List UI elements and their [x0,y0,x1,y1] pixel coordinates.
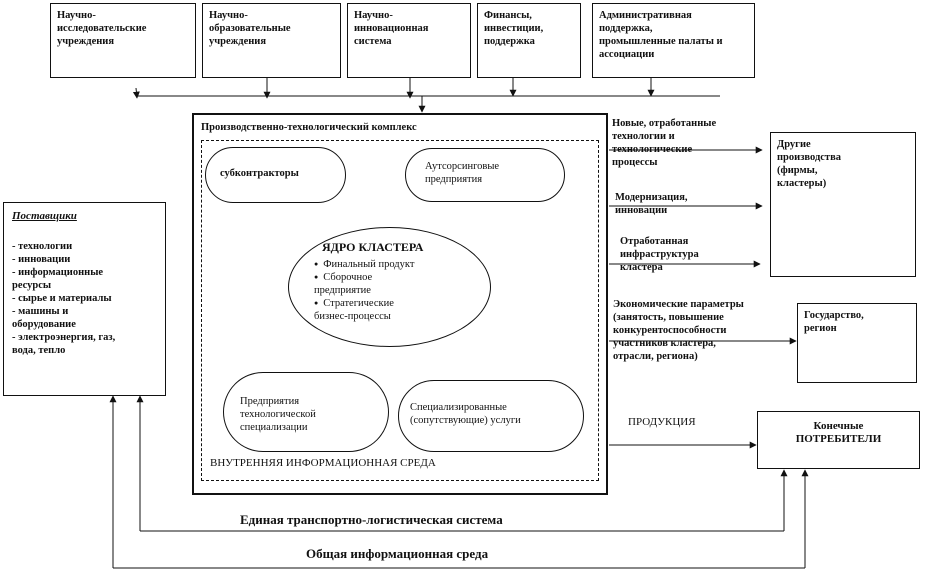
top-box-innovation-system: Научно- инновационная система [347,3,471,78]
subcontractors-label: субконтракторы [220,168,299,179]
core-item: Сборочное предприятие [314,271,414,297]
state-region-label: Государство, регион [804,310,864,334]
tech-specialization-node [223,372,389,452]
other-production-label: Другие производства (фирмы, кластеры) [777,139,842,189]
common-info-env-label: Общая информационная среда [306,546,489,561]
transport-logistics-label: Единая транспортно-логистическая система [240,512,503,527]
inner-environment-label: ВНУТРЕННЯЯ ИНФОРМАЦИОННАЯ СРЕДА [210,457,436,469]
top-box-research-institutions: Научно- исследовательские учреждения [50,3,196,78]
top-box-label: Научно- образовательные учреждения [209,10,291,47]
top-box-administrative-support: Административная поддержка, промышленные… [592,3,755,78]
final-consumers-box [757,411,920,469]
flow-modernization: Модернизация, инновации [615,192,688,216]
top-box-finance: Финансы, инвестиции, поддержка [477,3,581,78]
outsourcing-node [405,148,565,202]
cluster-core-title: ЯДРО КЛАСТЕРА [322,240,424,254]
cluster-core-list: Финальный продукт Сборочное предприятие … [314,258,414,323]
tech-specialization-label: Предприятия технологической специализаци… [240,396,316,433]
suppliers-list: - технологии - инновации - информационны… [12,241,116,356]
suppliers-title: Поставщики [12,210,77,222]
inner-environment-frame [201,140,599,481]
top-box-label: Административная поддержка, промышленные… [599,10,723,60]
production-complex-title: Производственно-технологический комплекс [201,122,417,133]
core-item: Финальный продукт [314,258,414,271]
state-region-box: Государство, регион [797,303,917,383]
top-box-label: Финансы, инвестиции, поддержка [484,10,544,47]
outsourcing-label: Аутсорсинговые предприятия [425,161,500,185]
flow-economic-parameters: Экономические параметры (занятость, повы… [613,299,744,362]
top-box-label: Научно- инновационная система [354,10,429,47]
subcontractors-node [205,147,346,203]
final-consumers-label: Конечные ПОТРЕБИТЕЛИ [795,420,882,445]
specialized-services-node [398,380,584,452]
top-box-education-institutions: Научно- образовательные учреждения [202,3,341,78]
flow-infrastructure: Отработанная инфраструктура кластера [620,236,699,273]
flow-products: ПРОДУКЦИЯ [628,416,696,428]
core-item: Стратегические бизнес-процессы [314,297,414,323]
suppliers-box [3,202,166,396]
specialized-services-label: Специализированные (сопутствующие) услуг… [410,402,521,426]
top-box-label: Научно- исследовательские учреждения [57,10,147,47]
flow-new-technologies: Новые, отработанные технологии и техноло… [612,118,717,168]
other-production-box: Другие производства (фирмы, кластеры) [770,132,916,277]
